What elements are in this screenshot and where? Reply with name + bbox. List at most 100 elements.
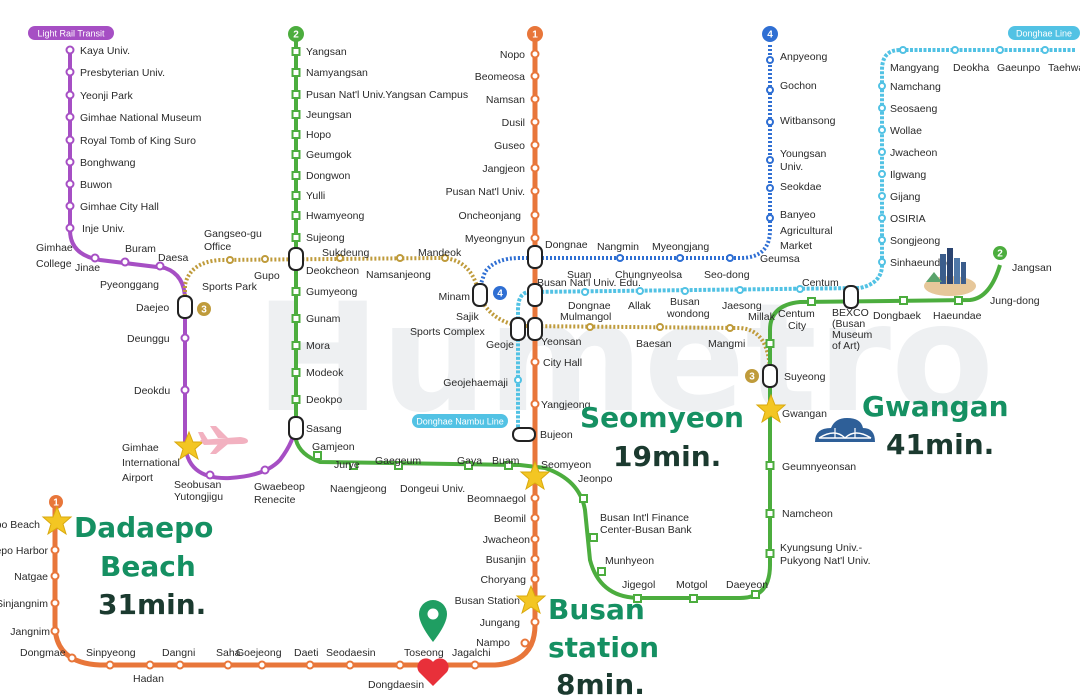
station-label: Sinpyeong — [86, 647, 136, 659]
line1-track — [52, 35, 538, 668]
station-label: Natgae — [14, 571, 48, 583]
station-label: Gamjeon — [312, 441, 355, 453]
line2-number-badge: 2 — [288, 26, 304, 42]
station-label: Gimhae National Museum — [80, 112, 202, 124]
station-label: Sports Park — [202, 281, 258, 293]
station-label: Buam — [492, 455, 520, 467]
station-label: Jwacheon — [890, 147, 937, 159]
station-label: Songjeong — [890, 235, 940, 247]
station-label: Kaya Univ. — [80, 45, 130, 57]
station-label: BEXCO — [832, 307, 869, 319]
star-icon — [41, 505, 73, 536]
station-label: Guseo — [494, 140, 525, 152]
station-label: Jeonpo — [578, 473, 613, 485]
station-label: Centum — [778, 308, 815, 320]
destination-busan-station-time: 8min. — [556, 668, 645, 700]
station-label: Pusan Nat'l Univ.Yangsan Campus — [306, 89, 468, 101]
station-label: Gwangan — [782, 408, 827, 420]
bridge-icon — [815, 418, 875, 442]
station-label: Pukyong Nat'l Univ. — [780, 555, 871, 567]
station-label: Nangmin — [597, 241, 639, 253]
station-label: Minam — [438, 291, 470, 303]
station-label: Gaegeum — [375, 455, 421, 467]
station-label: Dadaepo Beach — [0, 519, 40, 531]
station-label: Suan — [567, 269, 592, 281]
station-label: Sinhaeundae — [890, 257, 952, 269]
station-label: Yeonsan — [541, 336, 582, 348]
station-label: Busan Int'l Finance — [600, 512, 689, 524]
svg-text:3: 3 — [201, 305, 207, 316]
destination-seomyeon-time: 19min. — [613, 440, 721, 473]
station-label: Gimhae — [36, 242, 73, 254]
heart-icon — [417, 658, 449, 686]
station-label: Gunam — [306, 313, 341, 325]
station-label: Chungnyeolsa — [615, 269, 682, 281]
station-label: Jaesong — [722, 300, 762, 312]
station-label: Jangnim — [10, 626, 50, 638]
station-label: Dongwon — [306, 170, 351, 182]
station-label: Busan — [670, 296, 700, 308]
station-label: Banyeo — [780, 209, 816, 221]
station-label: Jinae — [75, 262, 100, 274]
station-label: Sinjangnim — [0, 598, 48, 610]
station-label: Hadan — [133, 673, 164, 685]
station-label: Suyeong — [784, 371, 826, 383]
station-label: Goejeong — [236, 647, 282, 659]
lrt-badge: Light Rail Transit — [28, 26, 114, 40]
station-label: Haeundae — [933, 310, 982, 322]
station-label: Presbyterian Univ. — [80, 67, 165, 79]
svg-text:4: 4 — [767, 30, 773, 41]
station-label: Motgol — [676, 579, 708, 591]
station-label: Daesa — [158, 252, 189, 264]
destination-dadaepo-line2: Beach — [100, 550, 196, 583]
station-label: Beomil — [494, 513, 526, 525]
station-label: Gimhae — [122, 442, 159, 454]
station-label: Jwacheon — [483, 534, 530, 546]
station-label: Geumnyeonsan — [782, 461, 856, 473]
svg-text:Donghae Nambu Line: Donghae Nambu Line — [416, 417, 504, 427]
station-label: Ilgwang — [890, 169, 926, 181]
star-icon — [519, 460, 551, 491]
station-label: Daeti — [294, 647, 319, 659]
station-label: Gochon — [780, 80, 817, 92]
station-label: Choryang — [480, 574, 526, 586]
station-label: Nopo — [500, 49, 525, 61]
star-icon — [515, 584, 547, 615]
station-label: Center-Busan Bank — [600, 524, 692, 536]
station-label: Jigegol — [622, 579, 655, 591]
station-label: Yangjeong — [541, 399, 591, 411]
station-label: Oncheonjang — [459, 210, 522, 222]
station-label: Beomnaegol — [467, 493, 526, 505]
station-label: wondong — [666, 308, 710, 320]
station-label: Millak — [748, 311, 776, 323]
station-label: Sasang — [306, 423, 342, 435]
station-label: Yutongjigu — [174, 491, 223, 503]
line3-station-dots — [226, 254, 734, 332]
station-label: International — [122, 457, 180, 469]
station-label: Jung-dong — [990, 295, 1040, 307]
station-label: City Hall — [543, 357, 582, 369]
station-label: Deunggu — [127, 333, 170, 345]
station-label: Namcheon — [782, 508, 833, 520]
station-label: Yangsan — [306, 46, 347, 58]
station-label: Seosaeng — [890, 103, 937, 115]
svg-text:2: 2 — [997, 249, 1003, 260]
station-label: Gupo — [254, 270, 280, 282]
svg-text:1: 1 — [532, 30, 538, 41]
station-label: Namchang — [890, 81, 941, 93]
station-label: College — [36, 258, 72, 270]
station-label: Royal Tomb of King Suro — [80, 135, 196, 147]
station-label: Dongeui Univ. — [400, 483, 465, 495]
station-label: Beomeosa — [475, 71, 525, 83]
station-label: Mandeok — [418, 247, 462, 259]
station-label: Mulmangol — [560, 311, 611, 323]
station-label: Daejeo — [136, 302, 169, 314]
station-label: Hopo — [306, 129, 331, 141]
station-label: Youngsan — [780, 148, 826, 160]
station-label: Witbansong — [780, 115, 836, 127]
station-label: Seomyeon — [541, 459, 591, 471]
station-label: Jangsan — [1012, 262, 1052, 274]
station-label: Dadaepo Harbor — [0, 545, 48, 557]
line4-number-badge: 4 — [762, 26, 778, 42]
